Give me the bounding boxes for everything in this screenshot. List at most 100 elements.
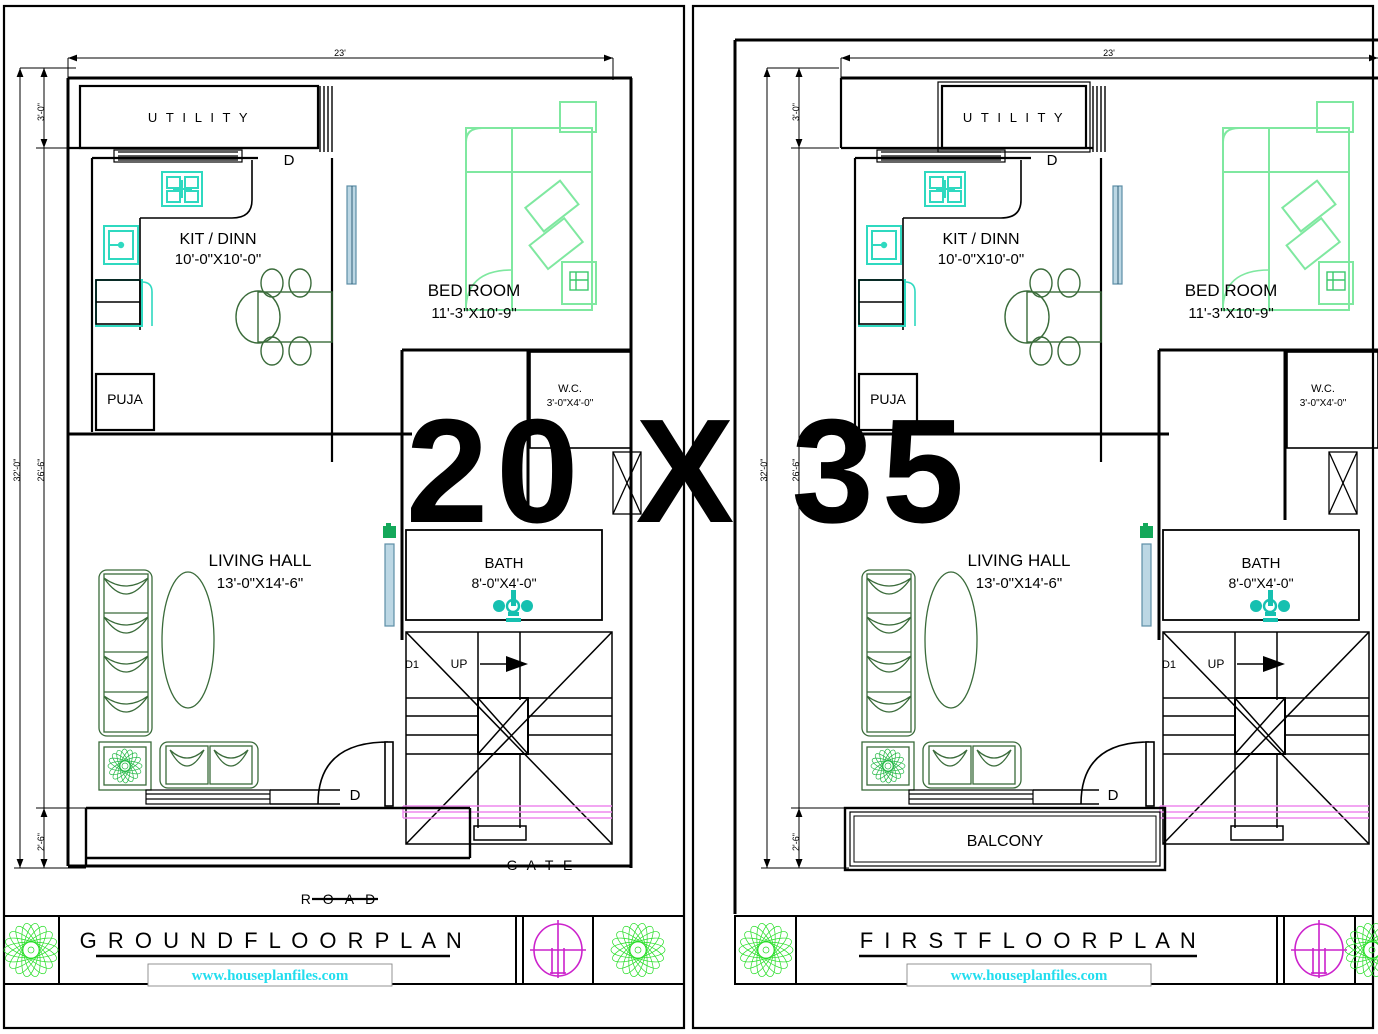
oval-rug — [924, 571, 978, 709]
plan-title: F I R S T F L O O R P L A N — [860, 928, 1199, 953]
website-box — [906, 963, 1152, 987]
bath-fixture-icon — [1250, 590, 1290, 622]
stove-icon — [924, 171, 966, 207]
sofa-long — [98, 569, 153, 737]
room-label-balcony: BALCONY — [967, 833, 1044, 850]
room-bedroom: BED ROOM 11'-3"X10'-9" — [1112, 101, 1354, 322]
bath-door — [1141, 543, 1152, 627]
door-tag-d-main: D — [1108, 787, 1119, 804]
staircase — [405, 631, 613, 845]
first-floor-plan: 23' 32'-0" 26'-6" 3'-0" 2'-6" — [689, 0, 1378, 1034]
room-size-living: 13'-0"X14'-6" — [217, 575, 303, 592]
dim-top-width: 23' — [1103, 48, 1115, 58]
oval-rug — [161, 571, 215, 709]
website-label: www.houseplanfiles.com — [951, 968, 1108, 984]
sink-icon — [866, 225, 902, 265]
sink-icon — [103, 225, 139, 265]
sheet-border — [2, 4, 686, 1030]
room-size-bath: 8'-0"X4'-0" — [471, 575, 536, 591]
corner-table — [861, 741, 915, 791]
refrigerator-outline — [95, 279, 141, 325]
stair-label-up: UP — [1208, 657, 1225, 671]
compound-walls — [84, 806, 472, 866]
staircase — [1162, 631, 1370, 845]
plan-title: G R O U N D F L O O R P L A N — [80, 928, 465, 953]
north-symbol-icon — [530, 920, 586, 978]
room-label-utility: U T I L I T Y — [963, 110, 1065, 125]
bath-fixture-icon — [493, 590, 533, 622]
room-kitchen-dining: KIT / DINN 10'-0"X10'-0" — [90, 149, 334, 462]
dim-bottom-setback: 2'-6" — [791, 833, 801, 851]
bed-furniture — [465, 101, 597, 311]
room-size-wc: 3'-0"X4'-0" — [1300, 398, 1347, 409]
door-tag-d1: D1 — [405, 659, 419, 671]
dim-left-overall: 32'-0" — [12, 459, 22, 482]
dining-table — [1004, 268, 1102, 366]
main-entry-door — [270, 741, 394, 807]
room-label-wc: W.C. — [1311, 383, 1335, 395]
rosette-icon-right — [610, 923, 666, 977]
room-size-wc: 3'-0"X4'-0" — [547, 398, 594, 409]
room-label-bath: BATH — [1242, 555, 1281, 572]
stair-label-up: UP — [451, 657, 468, 671]
door-tag-d-top: D — [284, 152, 295, 169]
wc-door — [612, 451, 642, 515]
dim-left-inner: 26'-6" — [791, 459, 801, 482]
dimension-lines — [761, 54, 1378, 869]
interior-walls — [68, 348, 631, 640]
sofa-two-seat — [922, 741, 1022, 789]
room-wc: W.C. 3'-0"X4'-0" — [529, 351, 632, 449]
main-entry-door — [1033, 741, 1155, 807]
room-label-wc: W.C. — [558, 383, 582, 395]
gate-label: G A T E — [507, 857, 576, 873]
room-label-utility: U T I L I T Y — [148, 110, 250, 125]
room-living-hall: LIVING HALL 13'-0"X14'-6" — [98, 551, 312, 791]
bedroom-door — [1112, 185, 1123, 285]
stove-icon — [161, 171, 203, 207]
room-label-kitchen: KIT / DINN — [179, 231, 256, 248]
corner-table — [98, 741, 152, 791]
living-window — [145, 789, 271, 805]
room-size-living: 13'-0"X14'-6" — [976, 575, 1062, 592]
door-tag-d1: D1 — [1162, 659, 1176, 671]
refrigerator-icon — [95, 279, 153, 327]
room-size-bedroom: 11'-3"X10'-9" — [431, 305, 516, 322]
dim-left-overall: 32'-0" — [759, 459, 769, 482]
room-size-kitchen: 10'-0"X10'-0" — [938, 251, 1024, 268]
outer-walls — [733, 38, 1378, 914]
room-bath: BATH 8'-0"X4'-0" — [383, 523, 603, 627]
dimension-lines — [14, 54, 614, 869]
ground-floor-plan: 23' 32'-0" 26'-6" 3'-0" 2'-6" — [2, 4, 686, 1030]
kitchen-window — [876, 149, 1006, 163]
north-symbol-icon — [1291, 920, 1347, 978]
door-tag-d-top: D — [1047, 152, 1058, 169]
room-wc: W.C. 3'-0"X4'-0" — [1286, 351, 1378, 449]
rosette-icon-left — [3, 923, 59, 977]
rosette-icon-left — [738, 923, 794, 977]
room-size-kitchen: 10'-0"X10'-0" — [175, 251, 261, 268]
refrigerator-icon — [858, 279, 916, 327]
dimension-labels: 23' 32'-0" 26'-6" 3'-0" 2'-6" — [759, 48, 1115, 851]
rosette-icon-right — [1344, 923, 1378, 977]
room-label-bath: BATH — [485, 555, 524, 572]
bedroom-door — [346, 185, 357, 285]
room-label-living: LIVING HALL — [968, 551, 1071, 570]
room-bedroom: BED ROOM 11'-3"X10'-9" — [346, 101, 597, 322]
wc-door — [1328, 451, 1358, 515]
sofa-long — [861, 569, 916, 737]
sofa-two-seat — [159, 741, 259, 789]
living-window — [908, 789, 1034, 805]
room-bath: BATH 8'-0"X4'-0" — [1140, 523, 1360, 627]
website-label: www.houseplanfiles.com — [192, 968, 349, 984]
bath-accessory-icon — [1140, 523, 1153, 538]
bath-door — [384, 543, 395, 627]
room-balcony: BALCONY — [843, 806, 1167, 872]
dim-bottom-setback: 2'-6" — [36, 833, 46, 851]
utility-door-strip — [1092, 86, 1106, 152]
room-utility: U T I L I T Y — [68, 84, 320, 150]
interior-walls — [841, 348, 1378, 640]
room-puja: PUJA — [94, 372, 156, 432]
bed-furniture — [1222, 101, 1354, 311]
dim-left-inner: 26'-6" — [36, 459, 46, 482]
